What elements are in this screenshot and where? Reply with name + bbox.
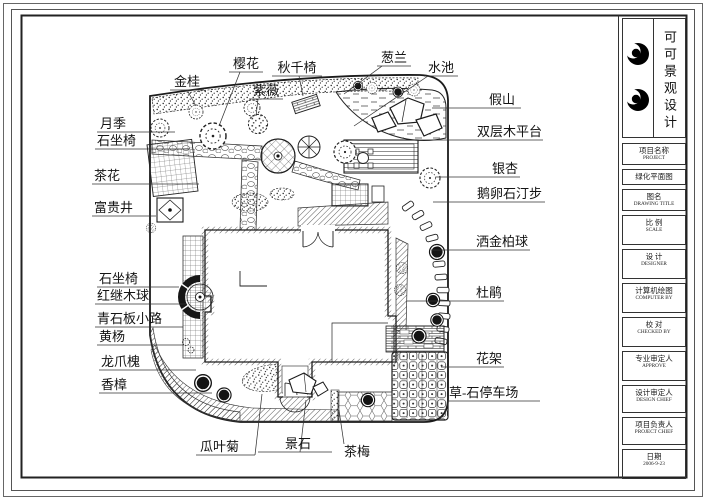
field-scale: 比 例 SCALE xyxy=(622,215,686,245)
field-label: 专业审定人 xyxy=(635,354,673,363)
swing-chair xyxy=(291,93,321,115)
company-name: 可可景观设计 xyxy=(662,30,677,132)
field-approve: 专业审定人 APPROVE xyxy=(622,351,686,381)
label-swing-chair: 秋千椅 xyxy=(277,60,316,75)
label-cherry-blossom: 樱花 xyxy=(233,56,259,71)
label-pergola: 花架 xyxy=(476,351,502,366)
parasol-table xyxy=(297,135,321,159)
plan-labels: 金桂 樱花 秋千椅 紫薇 葱兰 水池 假山 双层木平台 银杏 鹅卵石汀步 洒金柏… xyxy=(94,50,542,459)
wood-deck xyxy=(343,139,419,174)
label-landscape-stone: 景石 xyxy=(285,436,311,451)
label-aurea-cypress-ball: 洒金柏球 xyxy=(476,234,528,249)
label-crape-myrtle: 紫薇 xyxy=(253,83,279,98)
field-label: 图名 xyxy=(646,192,662,201)
field-label-en: PROJECT xyxy=(642,155,666,161)
rockery xyxy=(371,97,443,137)
small-platform xyxy=(331,183,385,207)
field-label: 设 计 xyxy=(645,252,663,261)
field-label: 绿化平面图 xyxy=(635,172,673,181)
well xyxy=(156,197,184,223)
field-label: 设计审定人 xyxy=(635,388,673,397)
label-wood-deck: 双层木平台 xyxy=(477,124,542,139)
label-rockery: 假山 xyxy=(489,92,515,107)
field-label: 比 例 xyxy=(645,218,663,227)
label-stone-bench: 石坐椅 xyxy=(97,133,136,148)
label-zephyr-lily: 葱兰 xyxy=(381,50,407,65)
garden-paths xyxy=(149,139,409,423)
label-azalea: 杜鹃 xyxy=(476,285,502,300)
label-camellia: 茶花 xyxy=(94,168,120,183)
field-designer: 设 计 DESIGNER xyxy=(622,249,686,279)
field-label: 项目负责人 xyxy=(635,420,673,429)
label-stone-bench-2: 石坐椅 xyxy=(99,271,138,286)
crescent-logo-icon xyxy=(625,43,649,111)
label-cineraria: 瓜叶菊 xyxy=(200,439,239,454)
title-block: 可可景观设计 项目名称 PROJECT 绿化平面图 图名 DRAWING TIT… xyxy=(622,18,686,479)
field-checked-by: 校 对 CHECKED BY xyxy=(622,317,686,347)
field-label-en: APPROVE xyxy=(642,363,666,369)
field-drawing-name-value: 绿化平面图 xyxy=(622,169,686,185)
label-sasanqua: 茶梅 xyxy=(344,444,370,459)
field-drawing-title: 图名 DRAWING TITLE xyxy=(622,189,686,211)
label-camphor: 香樟 xyxy=(101,377,127,392)
field-label: 计算机绘图 xyxy=(635,286,673,295)
label-pagoda-tree: 龙爪槐 xyxy=(101,354,140,369)
sheet-borders xyxy=(3,3,703,497)
parking-lot xyxy=(391,351,449,421)
label-pebble-steps: 鹅卵石汀步 xyxy=(477,186,542,201)
field-project: 项目名称 PROJECT xyxy=(622,143,686,165)
title-block-logo-box: 可可景观设计 xyxy=(622,18,686,138)
landscape-stones xyxy=(288,372,329,397)
field-label-en: DESIGN CHIEF xyxy=(636,397,672,403)
field-computer-by: 计算机绘图 COMPUTER BY xyxy=(622,283,686,313)
terrace xyxy=(146,138,199,197)
company-logo xyxy=(623,19,654,137)
date-value: 2006-9-23 xyxy=(643,461,665,467)
field-label: 项目名称 xyxy=(639,146,669,155)
field-label: 日期 xyxy=(646,452,662,461)
label-loropetalum-ball: 红继木球 xyxy=(97,288,149,303)
circular-plaza xyxy=(260,138,296,174)
field-label-en: DRAWING TITLE xyxy=(633,201,675,207)
title-block-fields: 项目名称 PROJECT 绿化平面图 图名 DRAWING TITLE 比 例 … xyxy=(622,143,686,479)
label-slate-path: 青石板小路 xyxy=(97,311,162,326)
label-boxwood: 黄杨 xyxy=(99,329,125,344)
field-label-en: COMPUTER BY xyxy=(635,295,673,301)
label-grass-stone-parking: 草-石停车场 xyxy=(449,385,518,400)
trees xyxy=(145,80,446,408)
field-label-en: PROJECT CHIEF xyxy=(634,429,674,435)
field-label-en: DESIGNER xyxy=(641,261,667,267)
label-well: 富贵井 xyxy=(94,200,133,215)
label-rose: 月季 xyxy=(100,116,126,131)
label-golden-osmanthus: 金桂 xyxy=(174,74,200,89)
field-project-chief: 项目负责人 PROJECT CHIEF xyxy=(622,417,686,445)
field-date: 日期 2006-9-23 xyxy=(622,449,686,479)
field-label: 校 对 xyxy=(645,320,663,329)
field-design-chief: 设计审定人 DESIGN CHIEF xyxy=(622,385,686,413)
stone-bench-circle xyxy=(178,275,214,319)
label-ginkgo: 银杏 xyxy=(492,161,518,176)
field-label-en: CHECKED BY xyxy=(637,329,671,335)
leader-lines xyxy=(92,65,545,456)
label-pool: 水池 xyxy=(428,60,454,75)
field-label-en: SCALE xyxy=(645,227,663,233)
